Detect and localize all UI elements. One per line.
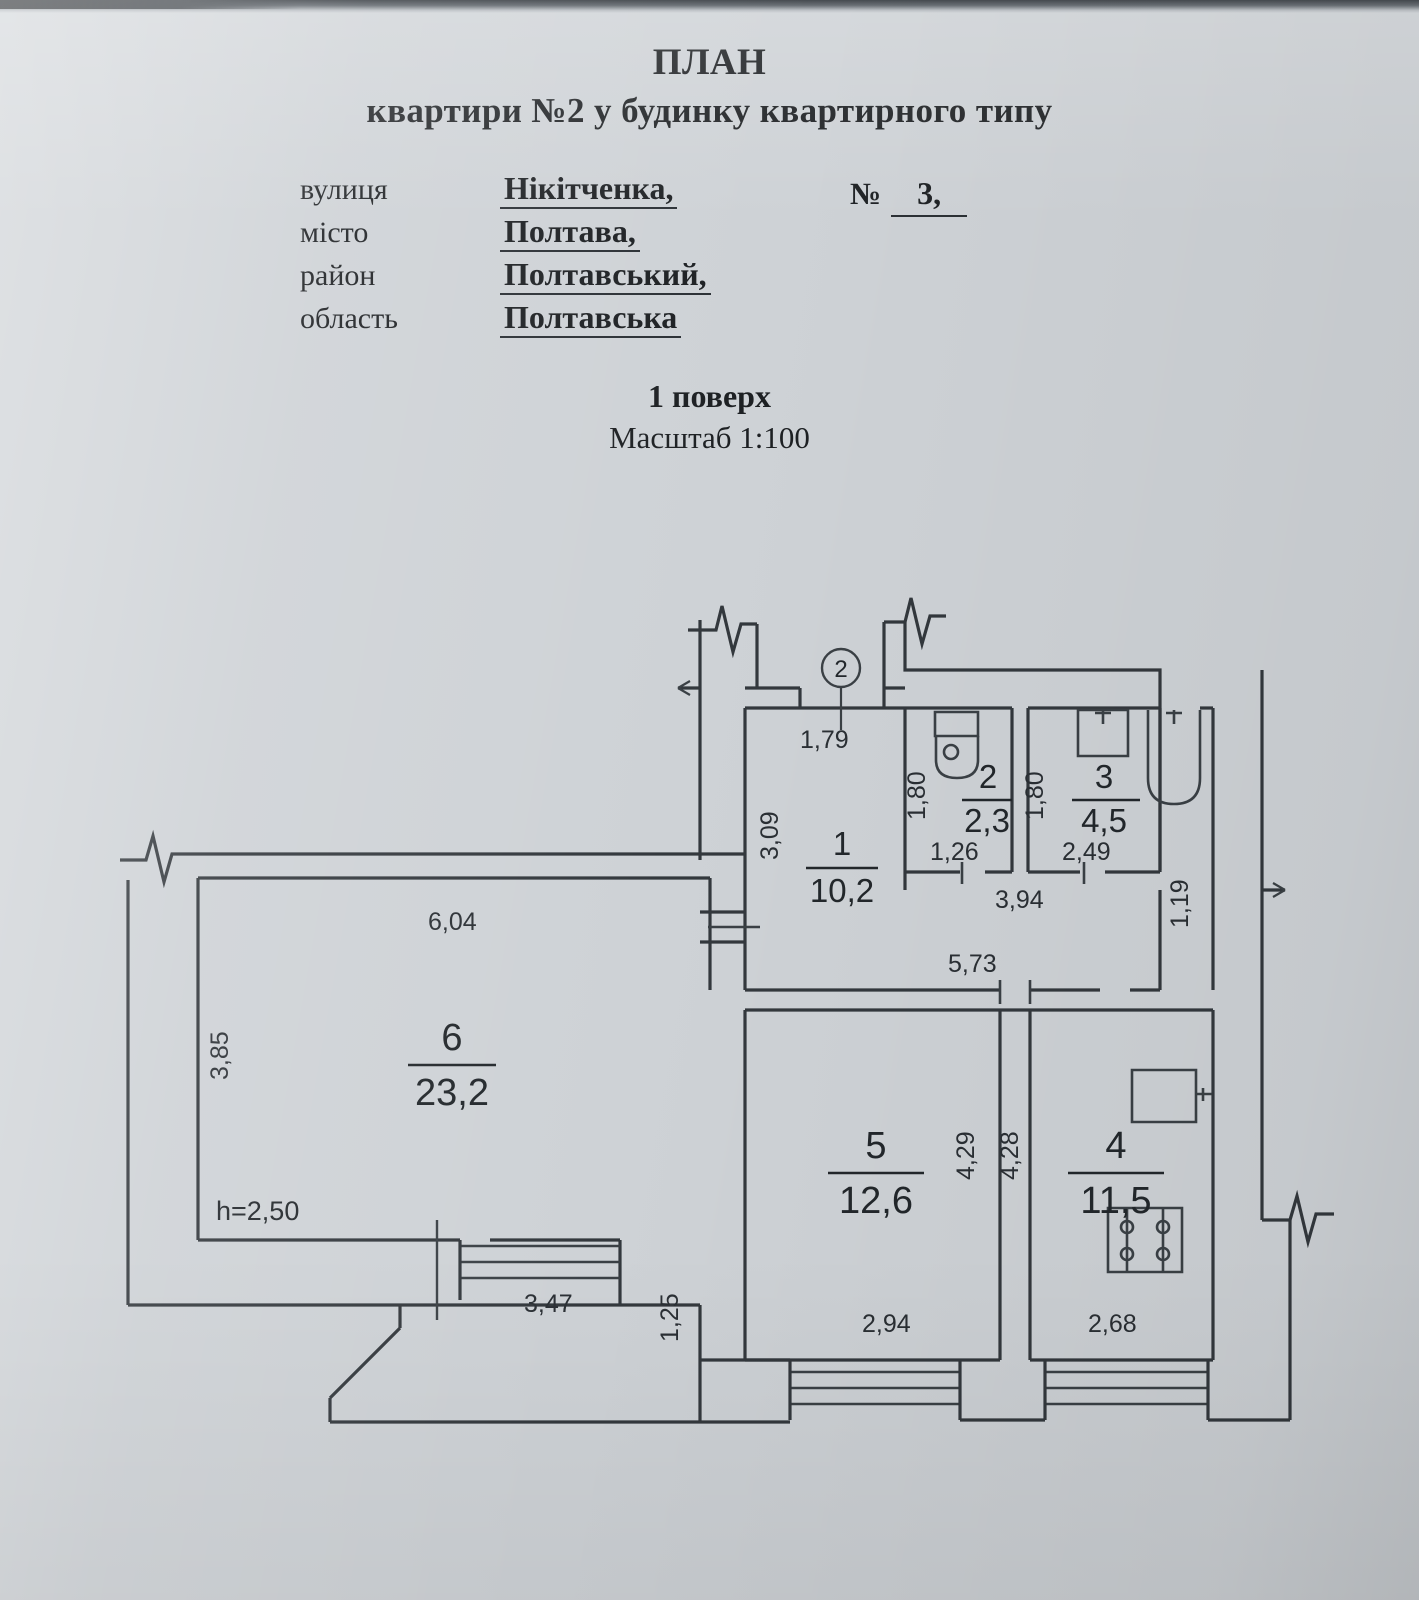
dim-wet-block-width: 3,94 <box>995 886 1044 914</box>
dim-room6-height: 3,85 <box>206 1031 234 1080</box>
dim-room4-width: 2,68 <box>1088 1310 1137 1338</box>
floor-plan-drawing: 2 <box>0 560 1419 1490</box>
room-5-number: 5 <box>865 1125 886 1167</box>
dim-right-strip-height: 1,19 <box>1166 879 1194 928</box>
address-row-region: область Полтавська <box>300 301 1060 344</box>
room-4-number: 4 <box>1105 1125 1126 1167</box>
dim-room5-width: 2,94 <box>862 1310 911 1338</box>
room-2-number: 2 <box>979 758 997 795</box>
address-row-district: район Полтавський, <box>300 258 1060 301</box>
room-5-area: 12,6 <box>839 1180 913 1222</box>
room-2-area: 2,3 <box>964 802 1010 839</box>
address-value-city: Полтава, <box>500 215 640 252</box>
document-title: ПЛАН <box>652 42 767 83</box>
dim-room6-width: 6,04 <box>428 908 477 936</box>
address-label-district: район <box>300 259 376 292</box>
address-label-city: місто <box>300 216 369 249</box>
address-row-street: вулиця Нікітченка, <box>300 172 1060 215</box>
address-row-city: місто Полтава, <box>300 215 1060 258</box>
dim-rooms45-width: 5,73 <box>948 950 997 978</box>
address-value-street: Нікітченка, <box>500 172 678 209</box>
ceiling-height-label: h=2,50 <box>216 1196 299 1226</box>
room-6-area: 23,2 <box>415 1072 489 1114</box>
document-header: ПЛАН квартири №2 у будинку квартирного т… <box>0 0 1419 128</box>
dim-balcony-height: 1,25 <box>656 1293 684 1342</box>
dim-room2-height: 1,80 <box>903 771 931 820</box>
scale-label: Масштаб 1:100 <box>609 420 810 455</box>
dim-room5-height: 4,29 <box>952 1131 980 1180</box>
room-1-number: 1 <box>833 825 851 862</box>
room-3-area: 4,5 <box>1081 802 1127 839</box>
dim-corridor-height: 3,09 <box>756 811 784 860</box>
document-subtitle: квартири №2 у будинку квартирного типу <box>366 91 1053 130</box>
address-label-street: вулиця <box>300 173 388 206</box>
room-1-area: 10,2 <box>810 872 874 909</box>
room-4-area: 11,5 <box>1080 1180 1151 1222</box>
house-number-value: 3, <box>891 175 968 217</box>
room-3-number: 3 <box>1095 758 1113 795</box>
photo-top-edge <box>0 0 1419 13</box>
dim-room3-height: 1,80 <box>1021 771 1049 820</box>
address-value-district: Полтавський, <box>500 258 711 295</box>
dim-balcony-width: 3,47 <box>524 1290 573 1318</box>
house-number-block: № 3, <box>850 175 968 217</box>
dim-room4-height: 4,28 <box>996 1131 1024 1180</box>
dim-room2-width: 1,26 <box>930 838 979 866</box>
dim-room3-width: 2,49 <box>1062 838 1111 866</box>
address-value-region: Полтавська <box>500 301 682 338</box>
floor-label: 1 поверх <box>648 378 771 414</box>
address-block: вулиця Нікітченка, місто Полтава, район … <box>300 172 1060 344</box>
room-6-number: 6 <box>441 1017 462 1059</box>
dim-entry-width: 1,79 <box>800 726 849 754</box>
address-label-region: область <box>300 302 398 335</box>
number-sign: № <box>850 176 882 211</box>
entrance-door-marker-label: 2 <box>834 656 847 683</box>
